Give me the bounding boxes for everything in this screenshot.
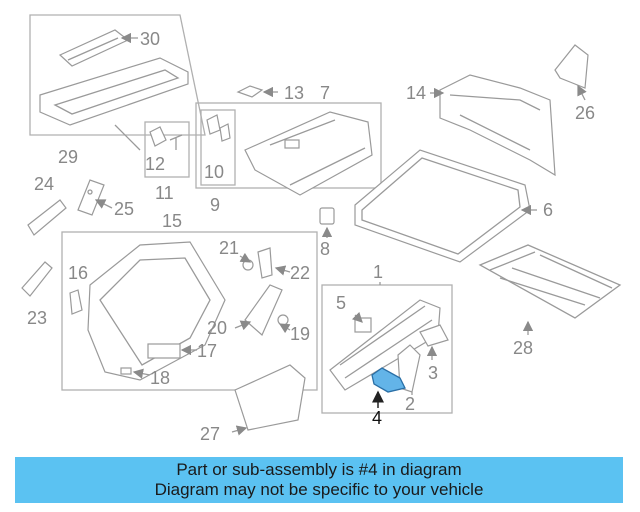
callout-30: 30	[140, 29, 160, 49]
callout-23: 23	[27, 308, 47, 328]
callout-26: 26	[575, 103, 595, 123]
info-banner: Part or sub-assembly is #4 in diagram Di…	[15, 457, 623, 503]
callout-8: 8	[320, 239, 330, 259]
callout-14: 14	[406, 83, 426, 103]
group-box-1	[321, 284, 453, 414]
callout-6: 6	[543, 200, 553, 220]
callout-3: 3	[428, 363, 438, 383]
callout-1: 1	[373, 262, 383, 282]
callout-24: 24	[34, 174, 54, 194]
callout-16: 16	[68, 263, 88, 283]
callout-17: 17	[197, 341, 217, 361]
callout-9: 9	[210, 195, 220, 215]
callout-25: 25	[114, 199, 134, 219]
callout-20: 20	[207, 318, 227, 338]
group-box-trunk-floor-cover	[195, 102, 382, 196]
banner-line-2: Diagram may not be specific to your vehi…	[154, 480, 484, 499]
callout-29: 29	[58, 147, 78, 167]
cargo-net	[478, 244, 622, 335]
side-trim-panel	[439, 74, 556, 177]
callout-18: 18	[150, 368, 170, 388]
callout-22: 22	[290, 263, 310, 283]
callout-4: 4	[372, 408, 382, 428]
callout-19: 19	[290, 324, 310, 344]
callout-28: 28	[513, 338, 533, 358]
callout-13: 13	[284, 83, 304, 103]
callout-27: 27	[200, 424, 220, 444]
group-box-11	[144, 121, 190, 178]
banner-line-1: Part or sub-assembly is #4 in diagram	[176, 460, 462, 479]
callout-15: 15	[162, 211, 182, 231]
callout-7: 7	[320, 83, 330, 103]
parts-diagram: 30 29 13 7 12 11 10 9 14 26 24 25 6 15 8…	[21, 14, 622, 444]
callout-12: 12	[145, 154, 165, 174]
callout-5: 5	[336, 293, 346, 313]
callout-2: 2	[405, 394, 415, 414]
highlighted-part-4[interactable]	[371, 367, 406, 393]
callout-21: 21	[219, 238, 239, 258]
group-box-package-tray	[29, 14, 206, 151]
callout-11: 11	[155, 183, 174, 203]
callout-10: 10	[204, 162, 224, 182]
group-box-15	[61, 231, 318, 391]
bracket-26	[554, 44, 589, 89]
